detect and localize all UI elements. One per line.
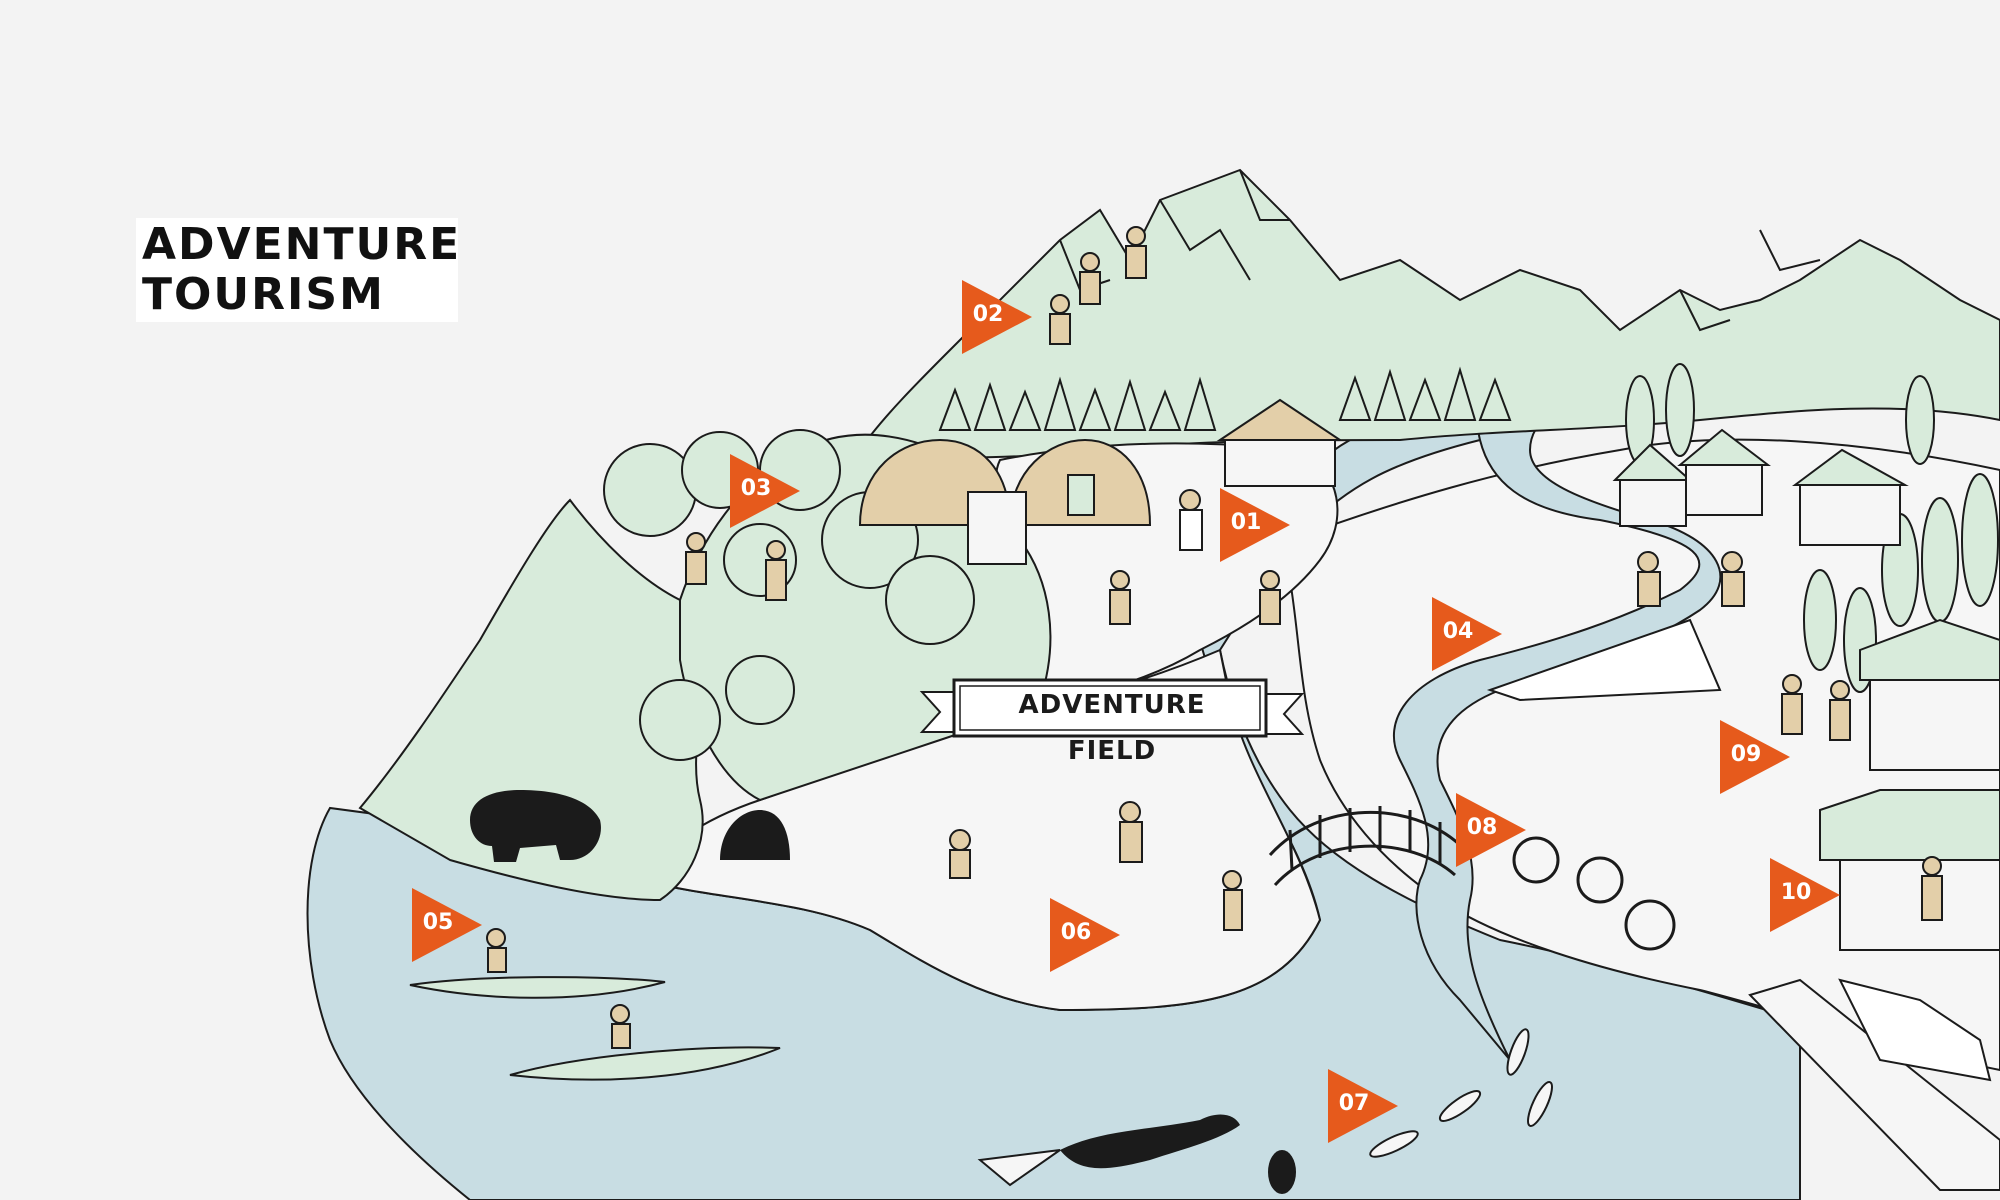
kayaks <box>409 976 781 1081</box>
flag-icon <box>412 888 482 962</box>
marker-label: 04 <box>1442 619 1474 644</box>
flag-icon <box>1720 720 1790 794</box>
conifer-row <box>938 366 1512 431</box>
poplar-trees <box>1625 363 1999 693</box>
marker-07[interactable]: 07 <box>1328 1069 1400 1143</box>
pier <box>1748 978 2000 1191</box>
glamping-domes <box>858 438 1152 565</box>
marker-04[interactable]: 04 <box>1432 597 1504 671</box>
marker-label: 07 <box>1338 1091 1370 1116</box>
arched-bridge <box>1268 806 1462 887</box>
marker-label: 10 <box>1780 880 1812 905</box>
fish <box>1369 1028 1553 1158</box>
flag-icon <box>962 280 1032 354</box>
riverside-cabin <box>1216 398 1344 487</box>
ribbon-icon <box>919 678 1305 738</box>
flag-icon <box>1432 597 1502 671</box>
marker-label: 08 <box>1466 815 1498 840</box>
marker-01[interactable]: 01 <box>1220 488 1292 562</box>
flag-icon <box>730 454 800 528</box>
banner-label: ADVENTURE FIELD <box>1018 690 1206 766</box>
adventure-field-banner: ADVENTURE FIELD <box>918 670 1306 766</box>
cave <box>720 810 790 860</box>
marker-05[interactable]: 05 <box>412 888 484 962</box>
marker-label: 06 <box>1060 920 1092 945</box>
people <box>486 226 1943 1049</box>
divers <box>977 1114 1296 1194</box>
marker-label: 09 <box>1730 742 1762 767</box>
flag-icon <box>1770 858 1840 932</box>
marker-02[interactable]: 02 <box>962 280 1034 354</box>
village-houses <box>1612 428 2000 951</box>
marker-label: 03 <box>740 476 772 501</box>
marker-08[interactable]: 08 <box>1456 793 1528 867</box>
page-title: ADVENTURE TOURISM <box>136 218 462 322</box>
flag-icon <box>1050 898 1120 972</box>
round-trees <box>603 429 975 761</box>
marker-label: 05 <box>422 910 454 935</box>
bicycles <box>1512 836 1676 951</box>
marker-10[interactable]: 10 <box>1770 858 1842 932</box>
bear-silhouette <box>470 790 601 862</box>
marker-06[interactable]: 06 <box>1050 898 1122 972</box>
flag-icon <box>1456 793 1526 867</box>
marker-label: 02 <box>972 302 1004 327</box>
flag-icon <box>1220 488 1290 562</box>
title-line-2: TOURISM <box>142 269 385 320</box>
marker-label: 01 <box>1230 510 1262 535</box>
marker-03[interactable]: 03 <box>730 454 802 528</box>
marker-09[interactable]: 09 <box>1720 720 1792 794</box>
title-line-1: ADVENTURE <box>142 219 462 270</box>
picnic-blanket <box>1486 618 1722 702</box>
flag-icon <box>1328 1069 1398 1143</box>
